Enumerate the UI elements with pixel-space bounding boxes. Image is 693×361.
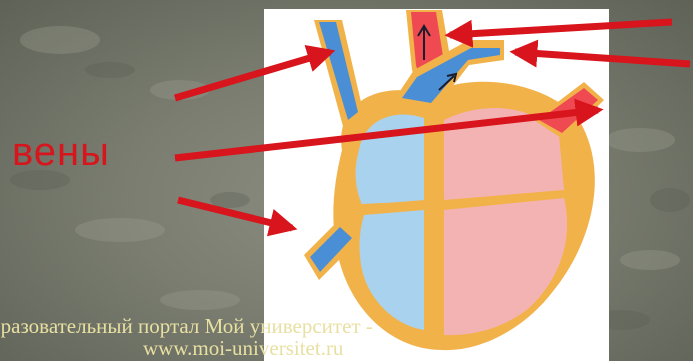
- arrow-inferior-vena-cava: [178, 200, 292, 228]
- arrow-pulmonary-trunk: [515, 52, 690, 64]
- watermark-line-2[interactable]: www.moi-universitet.ru: [143, 336, 343, 360]
- arrow-aorta: [450, 22, 672, 35]
- arrow-superior-vena-cava: [175, 52, 330, 98]
- arrow-veins-label: [175, 110, 598, 158]
- watermark-line-1: бразовательный портал Мой университет -: [0, 314, 373, 338]
- veins-label: вены: [12, 128, 110, 176]
